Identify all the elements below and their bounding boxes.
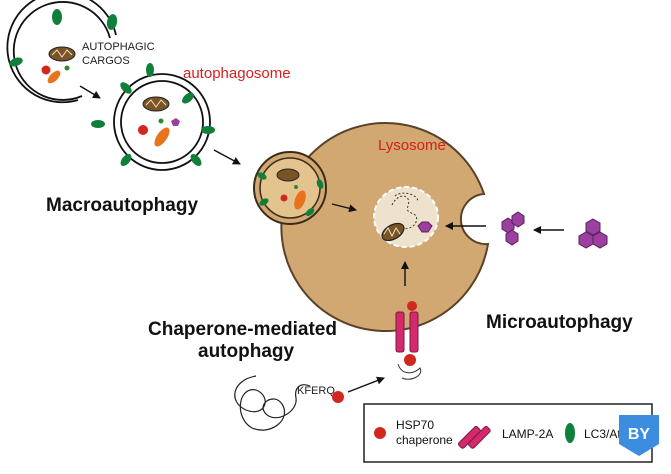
arrows bbox=[79, 85, 564, 393]
legend-hsp70-line2: chaperone bbox=[396, 433, 453, 447]
lamp2a-channel bbox=[395, 301, 422, 380]
microautophagy-label: Microautophagy bbox=[486, 312, 633, 333]
autophagosome bbox=[91, 63, 215, 171]
mitochondrion bbox=[381, 222, 405, 242]
cma-label-line1: Chaperone-mediated bbox=[148, 319, 337, 340]
legend-box bbox=[363, 403, 653, 463]
degraded-content bbox=[391, 192, 419, 235]
badge-text: BY bbox=[628, 426, 651, 443]
arrow-icon bbox=[79, 85, 101, 99]
cma-label-line2: autophagy bbox=[198, 341, 294, 362]
micro-cargo-entering bbox=[501, 211, 525, 246]
lysosome-label: Lysosome bbox=[378, 137, 446, 154]
arrow-icon bbox=[347, 376, 385, 393]
cc-by-icon: BY bbox=[619, 415, 659, 456]
cargo-label-line2: CARGOS bbox=[82, 55, 130, 67]
fusing-autophagosome bbox=[253, 151, 327, 225]
kferq-label: KFERQ bbox=[297, 385, 335, 397]
macroautophagy-label: Macroautophagy bbox=[46, 195, 198, 216]
hsp70-icon bbox=[374, 427, 386, 439]
lysosome: Lysosome bbox=[280, 122, 490, 333]
cargo-label-line1: AUTOPHAGIC bbox=[82, 41, 155, 53]
arrow-icon bbox=[213, 149, 241, 165]
legend: HSP70 chaperone LAMP-2A LC3/Atg8 bbox=[363, 403, 653, 463]
micro-cargo-free bbox=[578, 218, 608, 249]
autophagic-cargos bbox=[41, 46, 76, 84]
lc3-icon bbox=[565, 423, 575, 443]
micro-cargo-digested bbox=[417, 221, 433, 233]
legend-lamp2a: LAMP-2A bbox=[502, 427, 553, 441]
hsp70-on-substrate bbox=[332, 391, 344, 403]
legend-hsp70-line1: HSP70 bbox=[396, 418, 434, 432]
arrow-icon bbox=[331, 203, 357, 213]
lamp2a-icon bbox=[458, 426, 491, 449]
phagophore bbox=[6, 0, 118, 104]
unfolded-protein bbox=[234, 375, 311, 431]
autophagosome-label: autophagosome bbox=[183, 65, 291, 82]
